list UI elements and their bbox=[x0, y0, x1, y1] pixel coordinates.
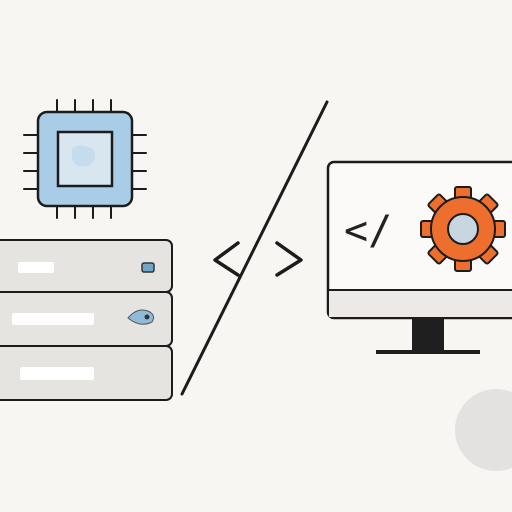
cpu-chip-icon bbox=[23, 99, 147, 219]
monitor-icon: </ bbox=[326, 160, 512, 354]
monitor-neck bbox=[412, 318, 444, 351]
server-led-1 bbox=[141, 262, 155, 273]
gear-icon bbox=[420, 186, 506, 272]
code-brackets-icon bbox=[213, 241, 303, 277]
server-slot-3 bbox=[20, 367, 94, 380]
divider-slash bbox=[180, 100, 329, 396]
gear-center bbox=[447, 213, 479, 245]
server-slot-1 bbox=[18, 262, 54, 273]
server-led-2 bbox=[127, 309, 155, 325]
server-rack-icon bbox=[0, 239, 173, 401]
monitor-base bbox=[376, 350, 480, 354]
server-slot-2 bbox=[12, 313, 94, 325]
monitor-code-symbol: </ bbox=[344, 208, 392, 254]
decorative-circle bbox=[455, 389, 512, 471]
